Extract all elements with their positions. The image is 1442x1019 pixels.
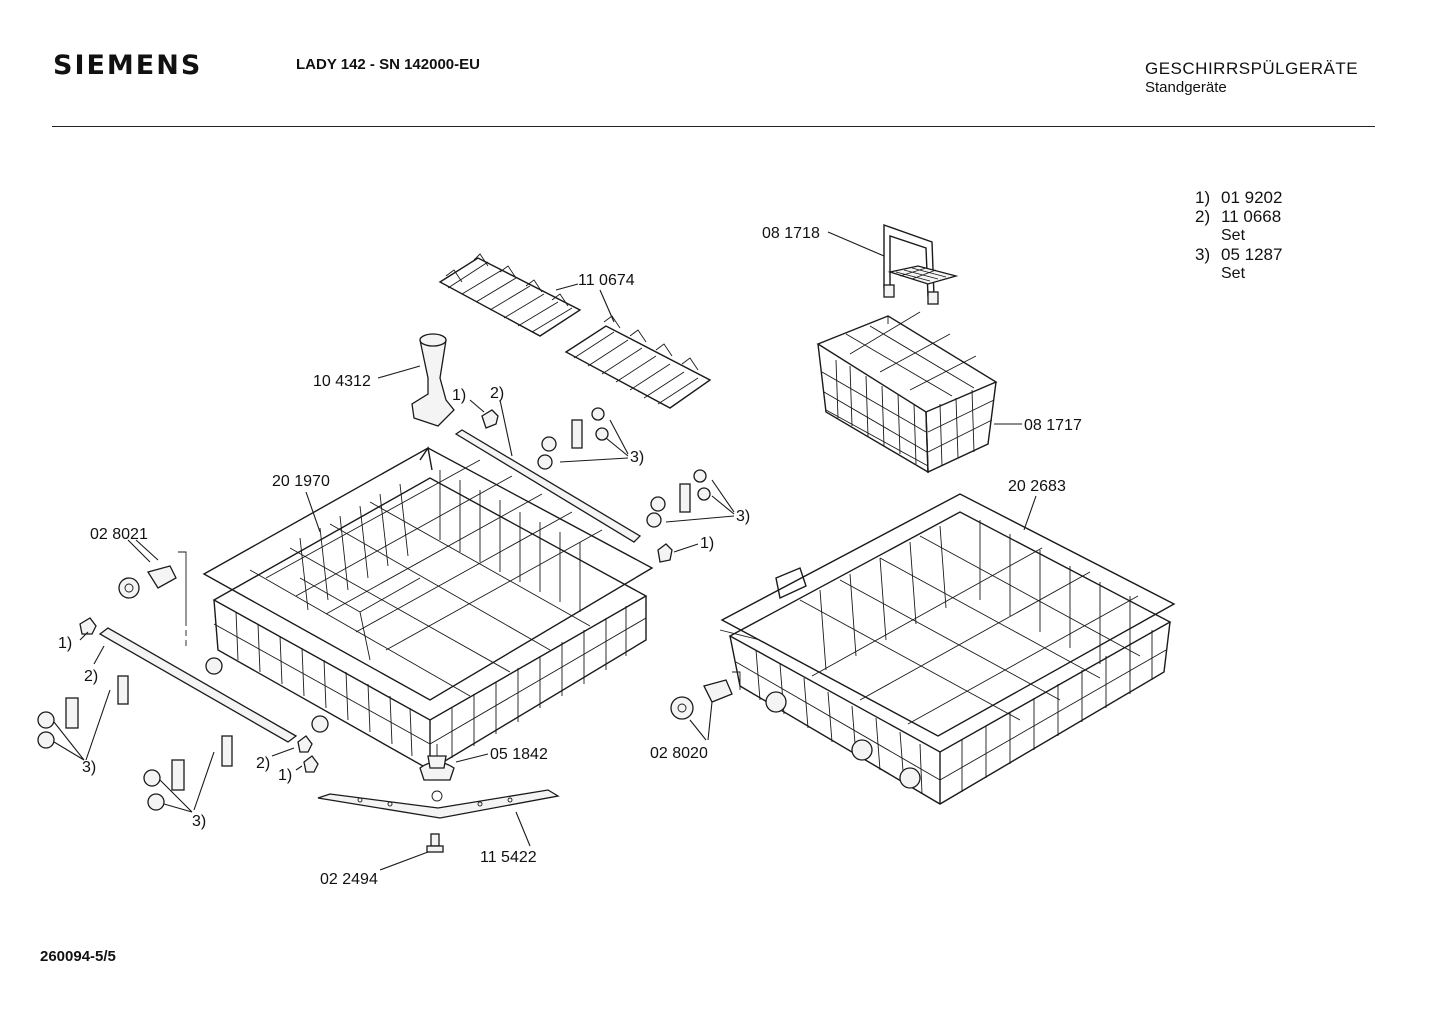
rail-part bbox=[98, 627, 298, 743]
subcategory-title: Standgeräte bbox=[1145, 79, 1227, 96]
legend-ref: 3) bbox=[1195, 245, 1211, 264]
clip-part bbox=[79, 617, 97, 635]
brand-logo: SIEMENS bbox=[53, 50, 203, 81]
leader-line bbox=[499, 399, 513, 457]
leader-line bbox=[79, 631, 89, 641]
hinge-set-part bbox=[37, 675, 129, 749]
ref-label-2: 2) bbox=[84, 668, 98, 685]
ref-label-3: 3) bbox=[192, 813, 206, 830]
spray-bearing-part bbox=[419, 744, 455, 781]
part-label-cup-rack: 11 0674 bbox=[578, 272, 635, 289]
hinge-set-part bbox=[143, 735, 233, 811]
clip-part bbox=[303, 755, 319, 773]
cup-rack-part bbox=[438, 253, 712, 409]
header-divider bbox=[52, 126, 1375, 127]
leader-line bbox=[53, 689, 111, 761]
leader-line bbox=[93, 645, 105, 665]
ref-label-1: 1) bbox=[700, 535, 714, 552]
leader-line bbox=[515, 811, 531, 847]
wheel-part bbox=[311, 715, 329, 733]
legend-note: Set bbox=[1221, 227, 1246, 244]
ref-label-3: 3) bbox=[736, 508, 750, 525]
cutlery-basket-part bbox=[816, 311, 998, 474]
part-label-roller-upper: 02 8021 bbox=[90, 526, 148, 543]
ref-label-1: 1) bbox=[278, 767, 292, 784]
leader-line bbox=[827, 231, 885, 257]
part-label-screw: 02 2494 bbox=[320, 871, 378, 888]
part-label-lower-basket: 20 2683 bbox=[1008, 478, 1066, 495]
legend-code: 01 9202 bbox=[1221, 188, 1283, 207]
legend-code: 11 0668 bbox=[1221, 207, 1282, 226]
lower-basket-wheels bbox=[765, 691, 921, 789]
lower-basket-part bbox=[719, 493, 1176, 805]
leader-line bbox=[159, 751, 215, 813]
ref-label-2: 2) bbox=[256, 755, 270, 772]
upper-basket-part bbox=[202, 446, 654, 771]
leader-line bbox=[559, 419, 629, 463]
model-title: LADY 142 - SN 142000-EU bbox=[296, 56, 480, 73]
part-label-spray-bearing: 05 1842 bbox=[490, 746, 548, 763]
leader-line bbox=[555, 283, 579, 291]
category-title: GESCHIRRSPÜLGERÄTE bbox=[1145, 59, 1359, 78]
hinge-set-part bbox=[537, 407, 609, 470]
handle-knob-part bbox=[411, 333, 455, 427]
legend-item-2: 2) 11 0668 Set bbox=[1195, 207, 1282, 244]
leader-line bbox=[689, 701, 713, 741]
leader-line bbox=[379, 851, 429, 871]
part-label-upper-basket: 20 1970 bbox=[272, 473, 330, 490]
legend-ref: 1) bbox=[1195, 188, 1211, 207]
roller-part bbox=[670, 671, 741, 720]
ref-label-2: 2) bbox=[490, 385, 504, 402]
leader-line bbox=[1023, 495, 1037, 531]
leader-line bbox=[271, 747, 303, 771]
hinge-set-part bbox=[646, 469, 711, 528]
clip-part bbox=[657, 543, 673, 563]
ref-label-3: 3) bbox=[82, 759, 96, 776]
leader-line bbox=[673, 543, 699, 553]
clip-part bbox=[481, 409, 499, 429]
leader-line bbox=[469, 399, 485, 413]
legend-note: Set bbox=[1221, 265, 1246, 282]
document-id: 260094-5/5 bbox=[40, 948, 116, 965]
wheel-part bbox=[205, 657, 223, 675]
leader-line bbox=[599, 289, 615, 323]
roller-part bbox=[118, 551, 187, 620]
leader-line bbox=[305, 491, 321, 533]
ref-label-1: 1) bbox=[452, 387, 466, 404]
part-label-spray-arm: 11 5422 bbox=[480, 849, 537, 866]
leader-line bbox=[127, 539, 159, 563]
legend-item-1: 1) 01 9202 bbox=[1195, 188, 1282, 207]
legend-item-3: 3) 05 1287 Set bbox=[1195, 245, 1283, 282]
screw-part bbox=[426, 833, 444, 853]
rail-part bbox=[454, 429, 642, 543]
ref-label-3: 3) bbox=[630, 449, 644, 466]
leader-line bbox=[455, 753, 489, 763]
cutlery-handle-part bbox=[883, 224, 959, 305]
leader-line bbox=[665, 479, 735, 523]
part-label-handle-knob: 10 4312 bbox=[313, 373, 371, 390]
clip-part bbox=[297, 735, 313, 753]
leader-line bbox=[377, 365, 421, 379]
legend-code: 05 1287 bbox=[1221, 245, 1283, 264]
legend-ref: 2) bbox=[1195, 207, 1211, 226]
ref-label-1: 1) bbox=[58, 635, 72, 652]
spray-arm-part bbox=[317, 789, 560, 819]
part-label-cutlery-handle: 08 1718 bbox=[762, 225, 820, 242]
part-label-cutlery-basket: 08 1717 bbox=[1024, 417, 1082, 434]
part-label-roller-lower: 02 8020 bbox=[650, 745, 708, 762]
